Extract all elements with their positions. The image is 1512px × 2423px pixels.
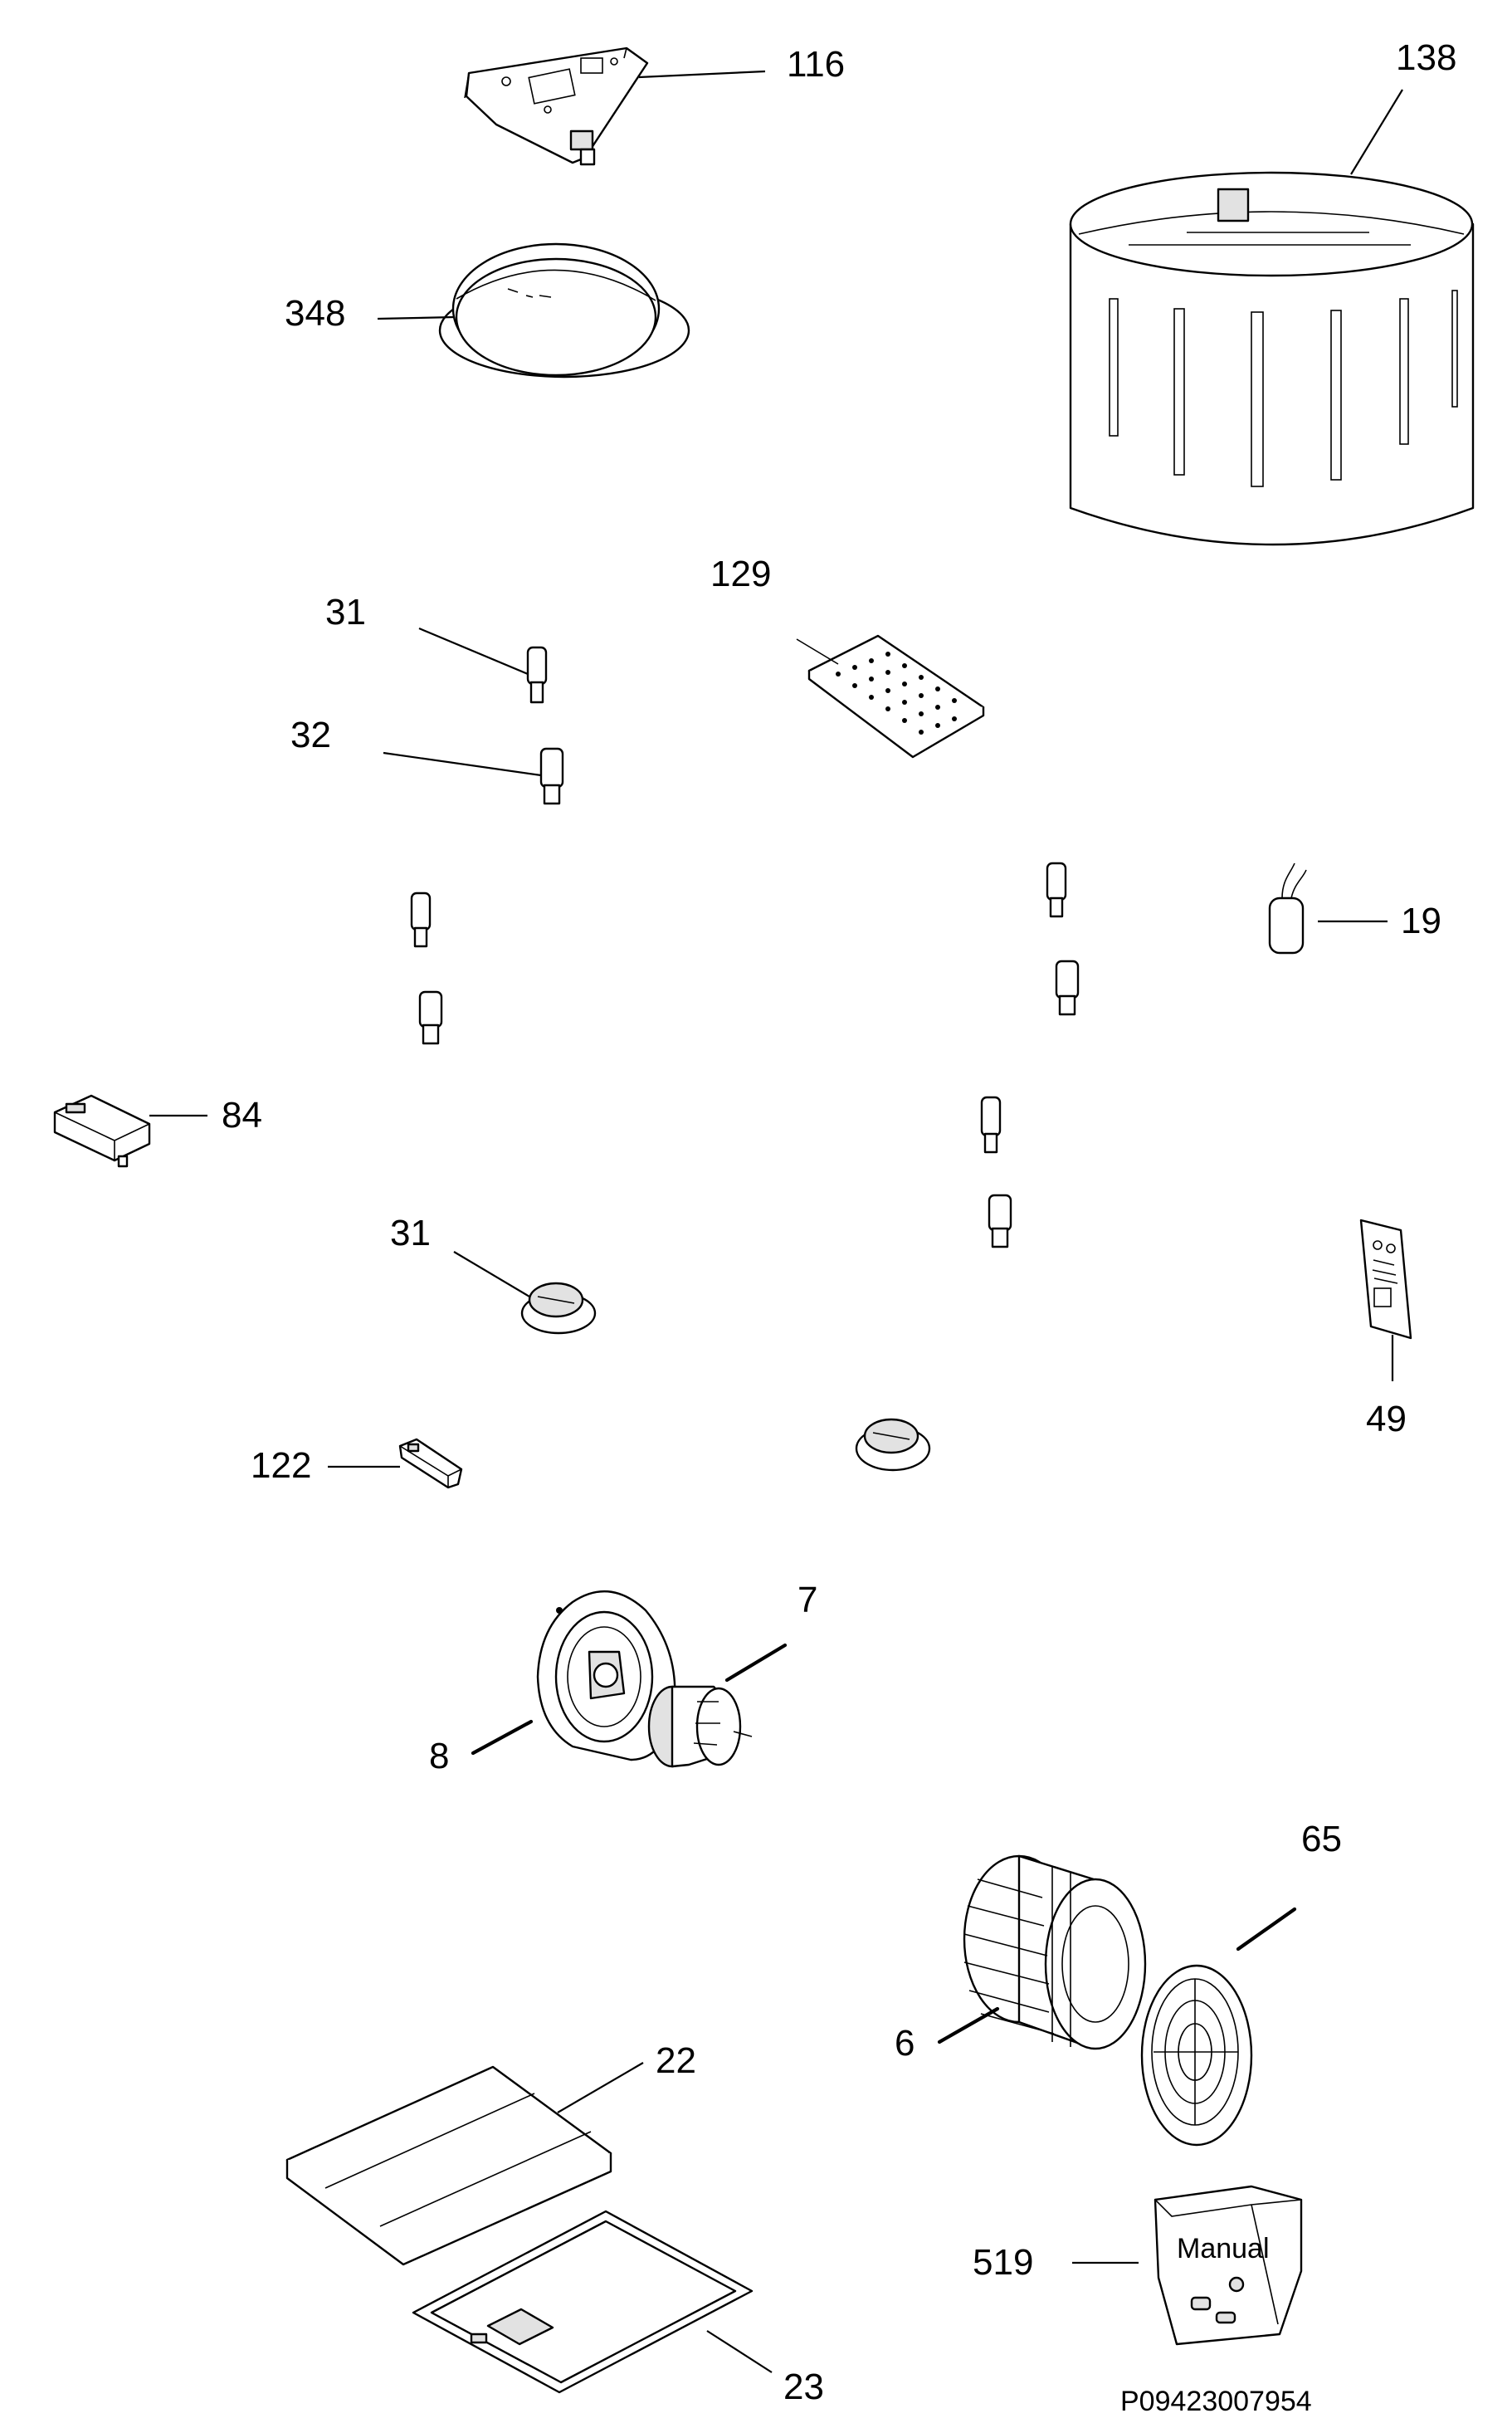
knob-unlabelled <box>855 1418 931 1472</box>
callout-129: 129 <box>710 554 771 594</box>
part-19-capacitor <box>1268 862 1307 955</box>
leader-31b <box>453 1251 530 1297</box>
callout-22: 22 <box>656 2040 696 2081</box>
leader-7 <box>724 1643 788 1683</box>
part-122-terminal-strip <box>398 1438 463 1489</box>
part-116-mounting-bracket <box>464 46 649 166</box>
part-31-knob <box>520 1282 597 1335</box>
part-138-cylinder-cover <box>1069 171 1475 546</box>
pin-pair-right-lower <box>980 1096 1012 1248</box>
callout-8: 8 <box>429 1736 449 1776</box>
callout-31-lower: 31 <box>390 1213 431 1253</box>
callout-84: 84 <box>222 1095 262 1136</box>
part-348-ring <box>438 242 690 379</box>
leader-23 <box>706 2330 773 2373</box>
part-7-motor <box>647 1685 753 1768</box>
leader-32 <box>383 751 542 777</box>
callout-138: 138 <box>1396 37 1456 78</box>
part-519-manual-bag: Manual <box>1154 2185 1303 2346</box>
callout-19: 19 <box>1401 901 1441 941</box>
leader-65 <box>1236 1907 1297 1952</box>
callout-23: 23 <box>783 2367 824 2407</box>
bag-label: Manual <box>1177 2233 1270 2264</box>
part-129-perforated-board <box>796 634 985 759</box>
callout-32: 32 <box>290 715 331 755</box>
leader-116 <box>638 70 766 79</box>
drawing-code: P09423007954 <box>1120 2386 1312 2417</box>
callout-519: 519 <box>973 2242 1033 2283</box>
part-84-transformer <box>53 1094 151 1168</box>
callout-116: 116 <box>787 44 845 85</box>
part-49-circuit-board <box>1359 1219 1412 1340</box>
part-6-blower-wheel <box>963 1854 1147 2050</box>
leader-348 <box>377 315 456 320</box>
leader-31a <box>418 627 529 676</box>
callout-31-upper: 31 <box>325 592 366 633</box>
callout-348: 348 <box>285 293 345 334</box>
callout-6: 6 <box>895 2023 915 2064</box>
leader-8 <box>471 1719 534 1756</box>
callout-65: 65 <box>1301 1819 1342 1859</box>
callout-7: 7 <box>797 1580 817 1620</box>
pin-pair-left <box>410 892 443 1045</box>
part-23-grease-filter <box>412 2210 754 2394</box>
leader-22 <box>557 2062 644 2113</box>
part-31-pin <box>526 646 548 704</box>
pin-pair-right-upper <box>1046 862 1080 1016</box>
part-32-pin <box>539 747 564 805</box>
part-22-filter-panel <box>285 2065 612 2266</box>
part-65-grille <box>1140 1964 1253 2147</box>
leader-138 <box>1350 89 1403 175</box>
leader-6 <box>937 2006 1000 2044</box>
callout-49: 49 <box>1366 1399 1407 1439</box>
callout-122: 122 <box>251 1445 311 1486</box>
